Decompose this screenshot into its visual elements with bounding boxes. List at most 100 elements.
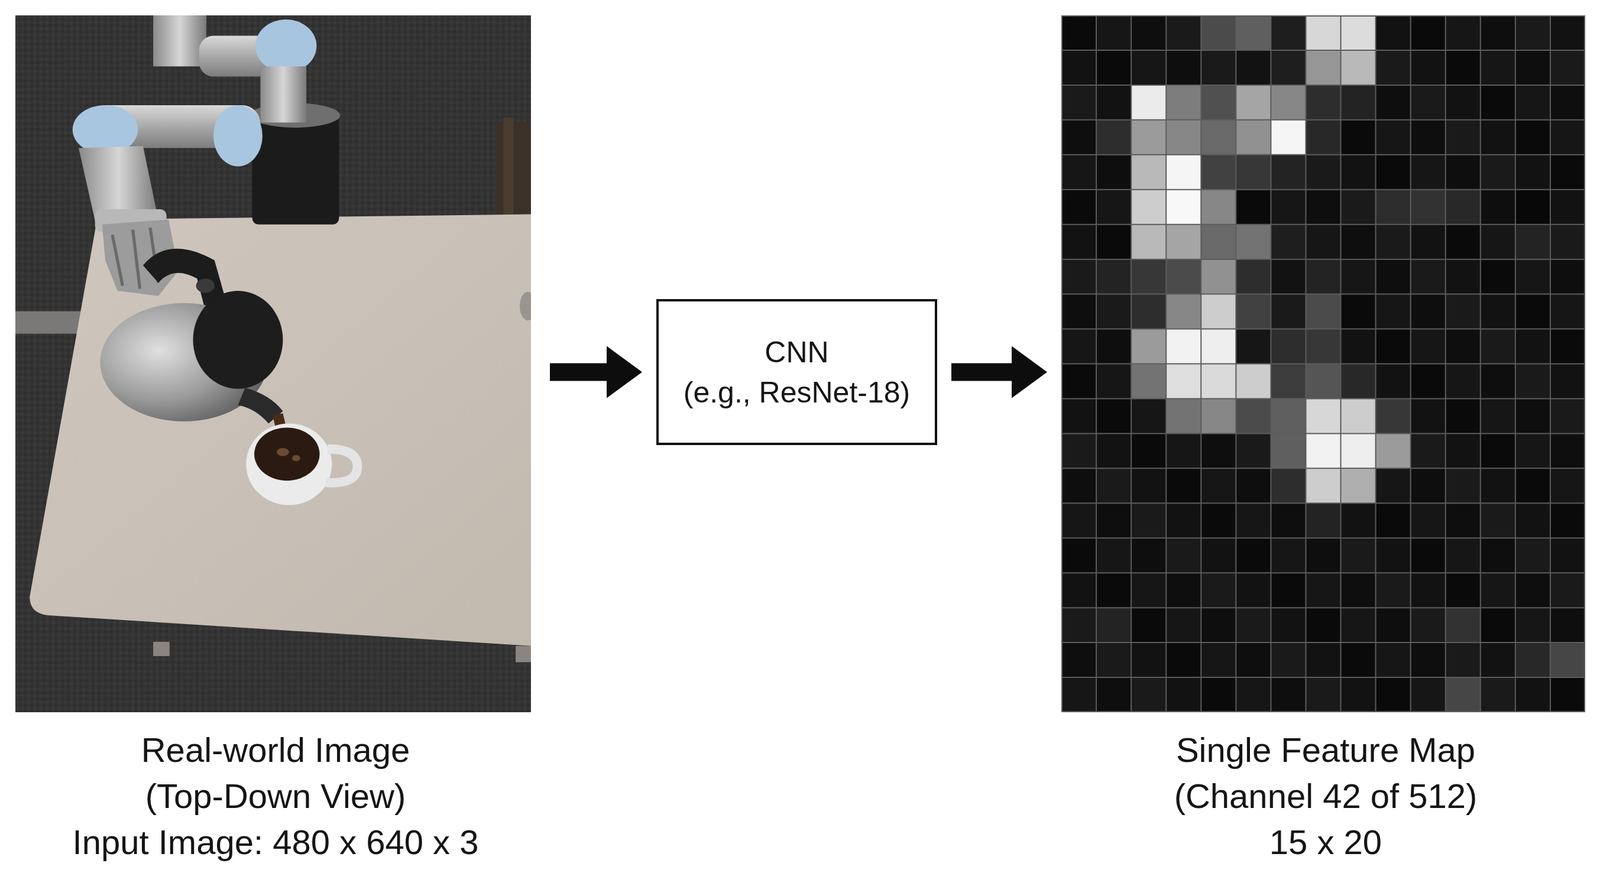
activation-cell — [1270, 224, 1306, 260]
activation-cell — [1166, 259, 1201, 295]
activation-cell — [1131, 364, 1167, 400]
activation-cell — [1200, 468, 1236, 504]
activation-cell — [1550, 224, 1586, 260]
activation-cell — [1235, 85, 1271, 121]
activation-cell — [1166, 398, 1201, 434]
activation-cell — [1131, 607, 1167, 643]
input-image: Real-world Image(Top-Down View)Input Ima… — [15, 15, 536, 866]
activation-cell — [1410, 538, 1446, 573]
mug — [245, 423, 332, 505]
activation-cell — [1061, 503, 1097, 539]
activation-cell — [1341, 120, 1376, 155]
activation-cell — [1445, 607, 1481, 643]
activation-cell — [1550, 677, 1586, 713]
activation-cell — [1235, 259, 1271, 295]
activation-cell — [1410, 364, 1446, 400]
activation-cell — [1375, 398, 1411, 434]
activation-cell — [1375, 677, 1411, 713]
table — [153, 642, 170, 657]
activation-cell — [1410, 433, 1446, 469]
activation-cell — [1375, 294, 1411, 330]
activation-cell — [1270, 433, 1306, 469]
activation-cell — [1166, 329, 1201, 365]
caption-text: 15 x 20 — [1061, 819, 1590, 866]
activation-cell — [1200, 398, 1236, 434]
activation-cell — [1166, 572, 1201, 608]
activation-cell — [1515, 503, 1551, 539]
activation-cell — [1550, 572, 1586, 608]
activation-cell — [1235, 607, 1271, 643]
activation-cell — [1410, 120, 1446, 155]
activation-cell — [1410, 503, 1446, 539]
activation-cell — [1445, 294, 1481, 330]
activation-cell — [1515, 120, 1551, 155]
activation-cell — [1515, 224, 1551, 260]
activation-cell — [1550, 607, 1586, 643]
activation-cell — [1480, 364, 1516, 400]
caption-text: (Channel 42 of 512) — [1061, 773, 1590, 820]
activation-cell — [1270, 398, 1306, 434]
activation-cell — [1270, 85, 1306, 121]
mug — [254, 427, 320, 481]
grid-line — [1061, 224, 1586, 226]
activation-cell — [1061, 607, 1097, 643]
activation-cell — [1515, 50, 1551, 86]
table — [29, 214, 531, 647]
activation-cell — [1515, 294, 1551, 330]
activation-cell — [1200, 15, 1236, 51]
activation-cell — [1341, 433, 1376, 469]
grid-line — [1061, 154, 1586, 156]
activation-cell — [1445, 677, 1481, 713]
table — [29, 214, 531, 663]
feature-map: Single Feature Map(Channel 42 of 512)15 … — [1061, 15, 1590, 866]
activation-cell — [1341, 224, 1376, 260]
activation-cell — [1131, 572, 1167, 608]
activation-cell — [1200, 642, 1236, 678]
activation-cell — [1200, 677, 1236, 713]
activation-cell — [1166, 364, 1201, 400]
activation-cell — [1200, 503, 1236, 539]
activation-cell — [1235, 364, 1271, 400]
activation-cell — [1550, 294, 1586, 330]
activation-cell — [1480, 677, 1516, 713]
activation-cell — [1270, 189, 1306, 225]
flow-arrow — [951, 346, 1048, 399]
activation-cell — [1061, 572, 1097, 608]
activation-cell — [1515, 607, 1551, 643]
activation-cell — [1341, 398, 1376, 434]
activation-cell — [1166, 468, 1201, 504]
activation-cell — [1166, 503, 1201, 539]
activation-cell — [1096, 259, 1132, 295]
activation-cell — [1235, 503, 1271, 539]
activation-cell — [1515, 468, 1551, 504]
flow-arrow — [549, 346, 643, 399]
activation-cell — [1480, 642, 1516, 678]
activation-cell — [1061, 259, 1097, 295]
box-label: CNN — [764, 332, 829, 373]
activation-cell — [1270, 329, 1306, 365]
activation-cell — [1480, 189, 1516, 225]
activation-cell — [1375, 503, 1411, 539]
mug — [245, 423, 358, 505]
activation-cell — [1550, 189, 1586, 225]
activation-cell — [1480, 224, 1516, 260]
activation-cell — [1550, 642, 1586, 678]
activation-cell — [1061, 677, 1097, 713]
activation-cell — [1305, 468, 1341, 504]
activation-cell — [1341, 607, 1376, 643]
activation-cell — [1515, 538, 1551, 573]
activation-cell — [1305, 294, 1341, 330]
activation-cell — [1515, 433, 1551, 469]
activation-cell — [1515, 154, 1551, 190]
activation-cell — [1061, 538, 1097, 573]
caption-text: Single Feature Map — [1061, 727, 1590, 774]
activation-cell — [1445, 154, 1481, 190]
activation-cell — [1515, 329, 1551, 365]
activation-cell — [1480, 468, 1516, 504]
activation-cell — [1200, 294, 1236, 330]
activation-cell — [1550, 538, 1586, 573]
activation-cell — [1235, 224, 1271, 260]
activation-cell — [1480, 538, 1516, 573]
activation-cell — [1096, 50, 1132, 86]
